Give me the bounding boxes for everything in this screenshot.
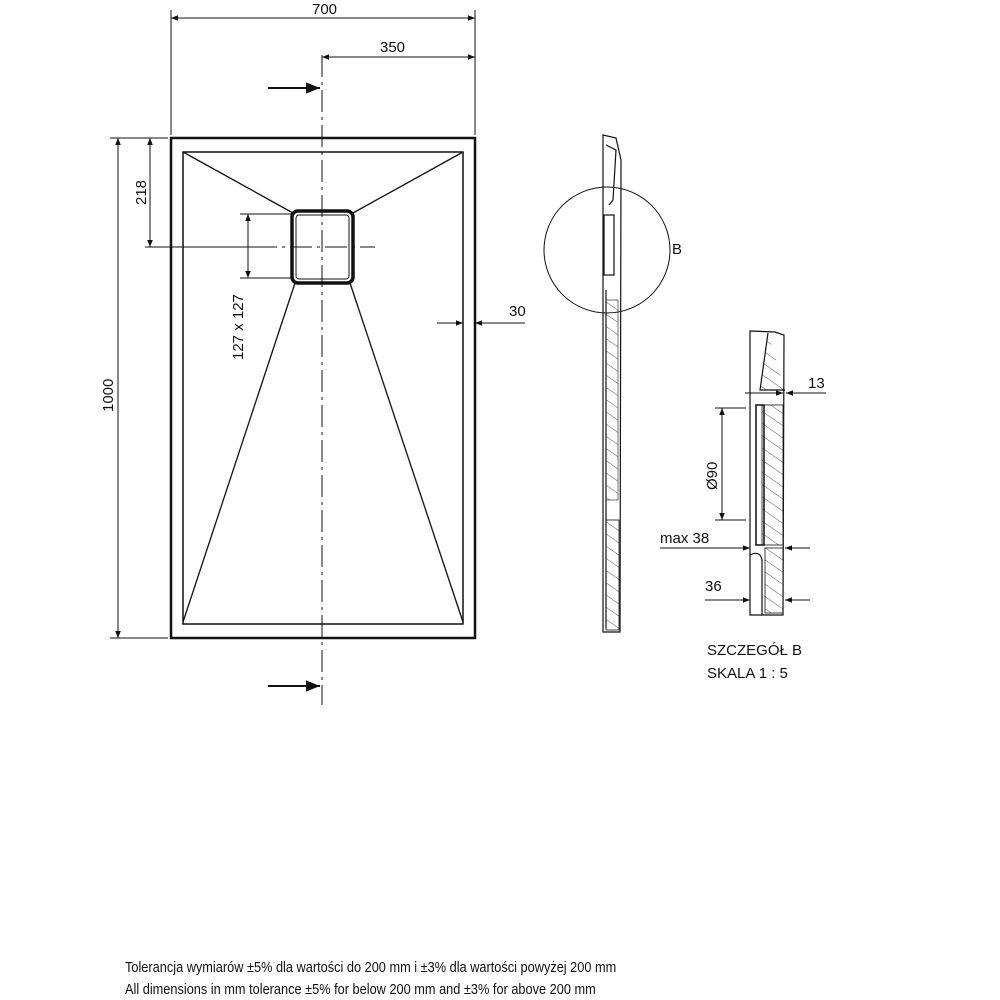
dim-detail-dia: Ø90: [704, 462, 721, 490]
dim-drain-offset: 218: [133, 180, 150, 205]
side-section: [543, 134, 671, 633]
dim-drain-size: 127 x 127: [230, 294, 247, 360]
dim-width: 700: [312, 1, 337, 18]
dim-length: 1000: [100, 379, 117, 412]
dim-rim: 30: [509, 303, 526, 320]
tolerance-note-pl: Tolerancja wymiarów ±5% dla wartości do …: [125, 960, 617, 976]
tray-plan-view: [169, 55, 477, 705]
detail-scale: SKALA 1 : 5: [707, 665, 788, 682]
detail-marker: B: [672, 241, 682, 258]
dim-detail-13: 13: [808, 375, 825, 392]
dim-half-width: 350: [380, 39, 405, 56]
detail-circle: [543, 186, 671, 314]
dim-detail-max: max 38: [660, 530, 709, 547]
tolerance-note-en: All dimensions in mm tolerance ±5% for b…: [125, 982, 596, 998]
dim-detail-36: 36: [705, 578, 722, 595]
detail-b: [749, 330, 785, 616]
detail-title: SZCZEGÓŁ B: [707, 642, 802, 659]
